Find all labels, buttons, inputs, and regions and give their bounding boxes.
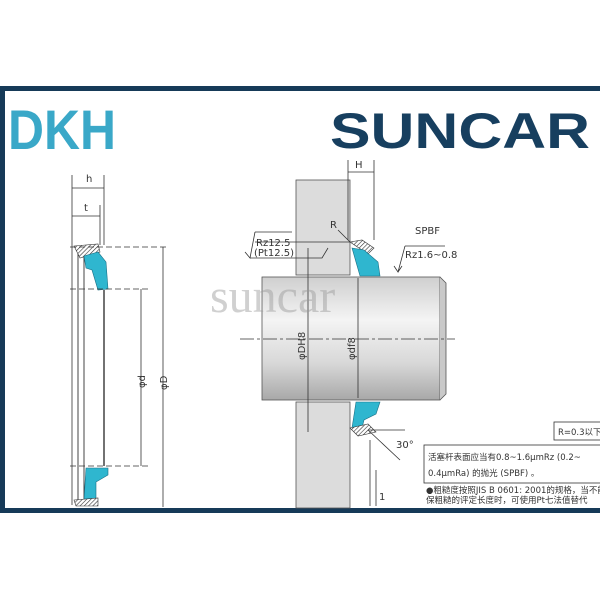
dim-D-label: φD bbox=[159, 375, 170, 390]
radius-label: R bbox=[330, 220, 337, 231]
radius-note: R=0.3以下 bbox=[558, 428, 600, 438]
dim-1-label: 1 bbox=[379, 492, 385, 503]
product-code-title: DKH bbox=[8, 98, 116, 161]
notes: R=0.3以下 活塞杆表面应当有0.8~1.6μmRz (0.2~ 0.4μmR… bbox=[423, 421, 600, 506]
roughness-housing-1: Rz12.5 bbox=[256, 238, 290, 249]
angle-label: 30° bbox=[396, 440, 414, 451]
dim-H-label: H bbox=[355, 160, 363, 171]
watermark: suncar bbox=[210, 270, 335, 323]
finish-label: SPBF bbox=[415, 226, 440, 237]
dim-h-label: h bbox=[86, 174, 92, 185]
suncar-logo: SUNCAR bbox=[330, 103, 590, 159]
piston-rod bbox=[261, 276, 441, 401]
surface-note-line-2: 0.4μmRa) 的抛光 (SPBF) 。 bbox=[428, 468, 539, 479]
right-installation-section: H φDH8 φdf8 R Rz12.5 (Pt12.5) SPBF Rz1.6… bbox=[240, 160, 457, 509]
bullet-note-line-2: 保粗糙的评定长度时，可使用Pt七法值替代 bbox=[426, 495, 588, 506]
brand-logo-text: SUNCAR bbox=[330, 103, 590, 159]
left-seal-section: h t φd φD bbox=[70, 174, 170, 507]
roughness-rod: Rz1.6~0.8 bbox=[405, 250, 457, 261]
dim-DH8-label: φDH8 bbox=[297, 332, 308, 360]
dim-df8-label: φdf8 bbox=[347, 337, 358, 360]
surface-note-line-1: 活塞杆表面应当有0.8~1.6μmRz (0.2~ bbox=[428, 452, 581, 463]
roughness-housing-2: (Pt12.5) bbox=[254, 248, 294, 259]
bullet-note-line-1: ●粗糙度按照JIS B 0601: 2001的规格，当不能确 bbox=[426, 485, 600, 496]
dim-d-label: φd bbox=[137, 375, 148, 388]
frame-bottom-border bbox=[0, 508, 600, 513]
dim-t-label: t bbox=[84, 203, 88, 214]
